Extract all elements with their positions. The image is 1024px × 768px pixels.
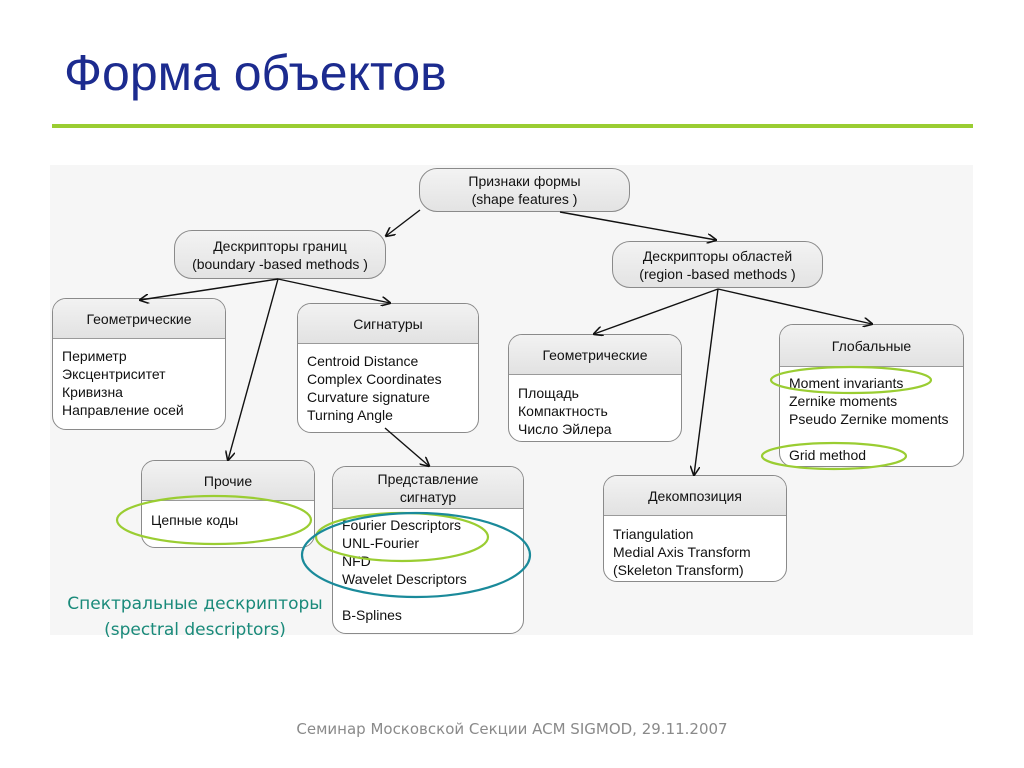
- list-spacer: [342, 588, 523, 606]
- node-signature-representation-header: Представление сигнатур: [333, 467, 523, 509]
- list-item: Grid method: [789, 447, 867, 463]
- list-item: Эксцентриситет: [62, 366, 166, 382]
- list-spacer: [789, 428, 963, 446]
- list-item: Цепные коды: [151, 512, 239, 528]
- list-item: Площадь: [518, 385, 579, 401]
- node-geometric-region-header: Геометрические: [509, 335, 681, 375]
- node-decomposition-list: Triangulation Medial Axis Transform (Ske…: [604, 516, 786, 579]
- node-boundary-line1: Дескрипторы границ: [213, 237, 347, 254]
- title-divider: [52, 124, 973, 128]
- node-global: Глобальные Moment invariants Zernike mom…: [779, 324, 964, 467]
- spectral-caption-line1: Спектральные дескрипторы: [67, 594, 323, 614]
- node-geometric-region-list: Площадь Компактность Число Эйлера: [509, 375, 681, 438]
- node-boundary-line2: (boundary -based methods ): [192, 255, 368, 272]
- node-region-line2: (region -based methods ): [639, 265, 796, 282]
- list-item: B-Splines: [342, 607, 402, 623]
- node-signatures-header: Сигнатуры: [298, 304, 478, 344]
- node-region-line1: Дескрипторы областей: [642, 247, 793, 264]
- list-item: Периметр: [62, 348, 127, 364]
- list-item: Компактность: [518, 403, 608, 419]
- list-item: Curvature signature: [307, 389, 430, 405]
- spectral-caption-line2: (spectral descriptors): [104, 620, 286, 640]
- node-global-list: Moment invariants Zernike moments Pseudo…: [780, 367, 963, 464]
- list-item: Число Эйлера: [518, 421, 612, 437]
- node-signature-representation-list: Fourier Descriptors UNL-Fourier NFD Wave…: [333, 509, 523, 624]
- list-item: Turning Angle: [307, 407, 393, 423]
- node-global-header: Глобальные: [780, 325, 963, 367]
- spectral-descriptors-caption: Спектральные дескрипторы (spectral descr…: [66, 591, 324, 643]
- node-decomposition-header: Декомпозиция: [604, 476, 786, 516]
- list-item: Направление осей: [62, 402, 184, 418]
- node-sig-repr-header-line1: Представление: [377, 470, 479, 487]
- node-shape-features-line2: (shape features ): [471, 191, 578, 207]
- list-item: UNL-Fourier: [342, 535, 420, 551]
- node-shape-features-line1: Признаки формы: [468, 173, 581, 189]
- list-item: Wavelet Descriptors: [342, 571, 467, 587]
- list-item: Medial Axis Transform: [613, 544, 751, 560]
- node-other: Прочие Цепные коды: [141, 460, 315, 548]
- list-item: (Skeleton Transform): [613, 562, 744, 578]
- node-geometric-boundary: Геометрические Периметр Эксцентриситет К…: [52, 298, 226, 430]
- node-shape-features: Признаки формы (shape features ): [419, 168, 630, 212]
- slide-title: Форма объектов: [64, 45, 447, 101]
- node-boundary-descriptors: Дескрипторы границ (boundary -based meth…: [174, 230, 386, 279]
- node-geometric-region: Геометрические Площадь Компактность Числ…: [508, 334, 682, 442]
- node-other-header: Прочие: [142, 461, 314, 501]
- node-region-descriptors: Дескрипторы областей (region -based meth…: [612, 241, 823, 288]
- node-sig-repr-header-line2: сигнатур: [399, 488, 457, 505]
- list-item: Triangulation: [613, 526, 694, 542]
- list-item: Centroid Distance: [307, 353, 419, 369]
- node-other-list: Цепные коды: [142, 501, 314, 529]
- list-item: NFD: [342, 553, 371, 569]
- list-item: Moment invariants: [789, 375, 904, 391]
- node-signature-representation: Представление сигнатур Fourier Descripto…: [332, 466, 524, 634]
- list-item: Zernike moments: [789, 393, 898, 409]
- node-signatures: Сигнатуры Centroid Distance Complex Coor…: [297, 303, 479, 433]
- slide-footer: Семинар Московской Секции ACM SIGMOD, 29…: [296, 720, 728, 738]
- node-decomposition: Декомпозиция Triangulation Medial Axis T…: [603, 475, 787, 582]
- node-geometric-boundary-list: Периметр Эксцентриситет Кривизна Направл…: [53, 339, 225, 419]
- node-signatures-list: Centroid Distance Complex Coordinates Cu…: [298, 344, 478, 424]
- list-item: Pseudo Zernike moments: [789, 411, 949, 427]
- node-geometric-boundary-header: Геометрические: [53, 299, 225, 339]
- list-item: Fourier Descriptors: [342, 517, 462, 533]
- list-item: Complex Coordinates: [307, 371, 442, 387]
- list-item: Кривизна: [62, 384, 123, 400]
